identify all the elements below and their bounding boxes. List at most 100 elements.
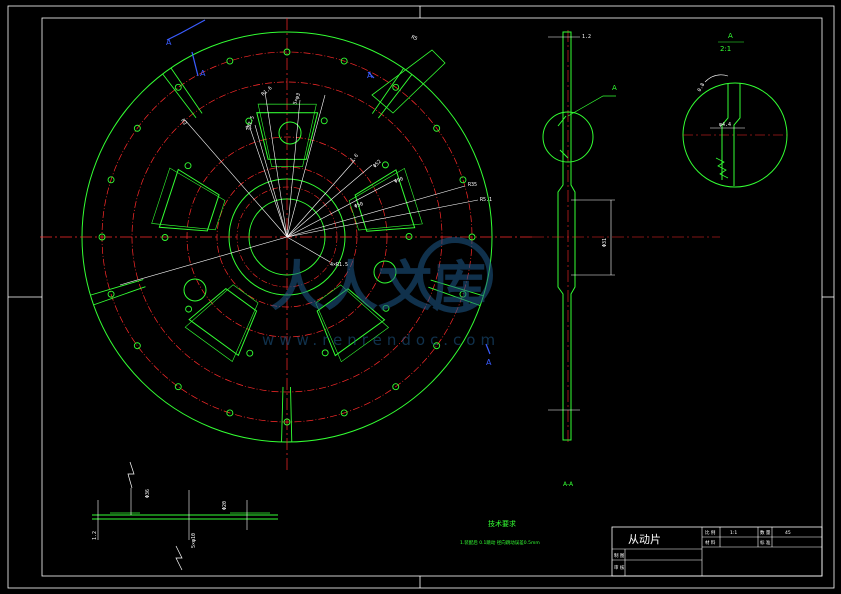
- rivet-hole: [98, 233, 106, 241]
- rivet-hole: [226, 57, 234, 65]
- dimension-leader: [254, 124, 288, 238]
- dim-text: Φ36: [145, 489, 151, 498]
- dimension-leader: [119, 236, 288, 286]
- title-cell: 1:1: [730, 530, 737, 536]
- dimension-leader: [184, 119, 288, 238]
- break-symbol: [127, 461, 135, 489]
- rivet-hole: [107, 176, 115, 184]
- dimension-leader: [249, 127, 288, 238]
- title-cell: 数 量: [760, 529, 771, 536]
- rivet-hole: [392, 383, 400, 391]
- title-cell: 45: [785, 530, 791, 536]
- section-title: A-A: [563, 481, 574, 488]
- dimension-leader: [286, 164, 373, 238]
- tech-req-heading: 技术要求: [488, 519, 516, 528]
- rivet-hole: [245, 117, 253, 125]
- dimension-leader: [286, 236, 331, 263]
- spring-window-outline: [348, 167, 423, 231]
- spring-window-outline: [151, 167, 226, 231]
- tech-req-line: 1.装配后 0.1跳动 径向跳动误差0.5mm: [460, 539, 540, 546]
- dim-text: φ4.4: [719, 122, 731, 128]
- dim-text: 1.2: [92, 531, 98, 540]
- section-marker-arrow: [191, 51, 199, 77]
- rivet-hole: [226, 409, 234, 417]
- rivet-hole: [433, 342, 441, 350]
- detail-callout-circle: [542, 111, 594, 163]
- dim-text: R5: [410, 34, 418, 42]
- stop-pin-hole-left: [183, 278, 207, 302]
- stop-pin-hole-top: [278, 121, 302, 145]
- dimension-leader: [286, 99, 301, 238]
- section-marker-letter: A: [200, 69, 206, 78]
- dimension-leader: [286, 159, 356, 238]
- rivet-hole: [133, 342, 141, 350]
- rivet-hole: [185, 305, 193, 313]
- title-block-frame: [611, 526, 823, 577]
- section-marker-letter: A: [486, 358, 492, 367]
- dim-text: 1.2: [582, 34, 591, 40]
- section-marker-line: [166, 19, 206, 41]
- rivet-hole: [174, 383, 182, 391]
- watermark: 人人文库 www.renrendoc.com: [262, 237, 500, 349]
- spring-window: [188, 287, 258, 357]
- spring-window: [316, 288, 386, 357]
- radial-slot: [371, 68, 413, 119]
- detail-callout-leader: [567, 95, 616, 117]
- dimension-leaders: [119, 91, 479, 286]
- section-marker-letter: A: [367, 71, 373, 80]
- dim-text: Φ31: [602, 238, 608, 247]
- radial-slots: [90, 67, 484, 442]
- title-cell: 材 料: [705, 539, 716, 546]
- dimension-leader: [286, 185, 466, 238]
- spring-window-outline: [257, 103, 317, 167]
- dim-text: 5×φ10: [191, 533, 197, 548]
- watermark-url: www.renrendoc.com: [262, 331, 500, 349]
- dim-text: 1.6: [349, 153, 360, 164]
- rivet-hole: [459, 290, 467, 298]
- main-plate-view: [40, 18, 535, 470]
- title-block: 从动片 比 例 1:1 数 量 45 材 料 标 准 制 图 审 核: [611, 526, 823, 577]
- rivet-hole: [283, 418, 291, 426]
- dim-text: R2.5: [246, 115, 256, 128]
- dim-text: Φ50: [354, 201, 365, 210]
- dimension-leader: [264, 91, 288, 238]
- dim-text: 0.8: [697, 82, 707, 93]
- dim-text: Φ52: [372, 159, 383, 170]
- rivet-hole: [174, 83, 182, 91]
- detail-callout-letter: A: [612, 84, 617, 92]
- watermark-logo-ring: [417, 237, 493, 313]
- rivet-hole: [321, 349, 329, 357]
- rivet-hole: [320, 117, 328, 125]
- radial-slot: [162, 67, 203, 119]
- dim-text: R3: [179, 118, 187, 126]
- dimension-leader: [286, 94, 326, 238]
- watermark-text: 人人文库: [270, 255, 486, 318]
- detail-profile: [721, 83, 741, 186]
- section-marker-arrow: [485, 343, 491, 355]
- rivet-holes: [98, 48, 476, 426]
- rivet-hole: [433, 124, 441, 132]
- side-profile-view: Φ36 Φ20 5×φ10 1.2: [92, 461, 278, 571]
- section-marker-arrow: [367, 71, 375, 79]
- section-detail-tab: [371, 49, 446, 114]
- dimension-leader: [286, 199, 479, 238]
- rivet-hole: [459, 176, 467, 184]
- rivet-hole: [184, 162, 192, 170]
- rivet-hole: [392, 83, 400, 91]
- dim-text: 4×R1.5: [330, 262, 348, 268]
- dim-text: R5.1: [480, 197, 492, 203]
- detail-scale: 2:1: [720, 45, 731, 53]
- callout-feature: [559, 149, 569, 159]
- break-symbol: [175, 545, 183, 571]
- rivet-hole: [468, 233, 476, 241]
- detail-view-a: A 2:1 0.8 φ4.4: [682, 32, 788, 188]
- callout-feature: [557, 115, 567, 127]
- rivet-hole: [405, 233, 413, 240]
- radial-slot: [90, 279, 146, 306]
- title-row-label: 制 图: [614, 552, 625, 559]
- dim-text: 5×φ3: [292, 92, 302, 105]
- spring-window-outline: [315, 284, 389, 363]
- section-marker-letter: A: [166, 38, 172, 47]
